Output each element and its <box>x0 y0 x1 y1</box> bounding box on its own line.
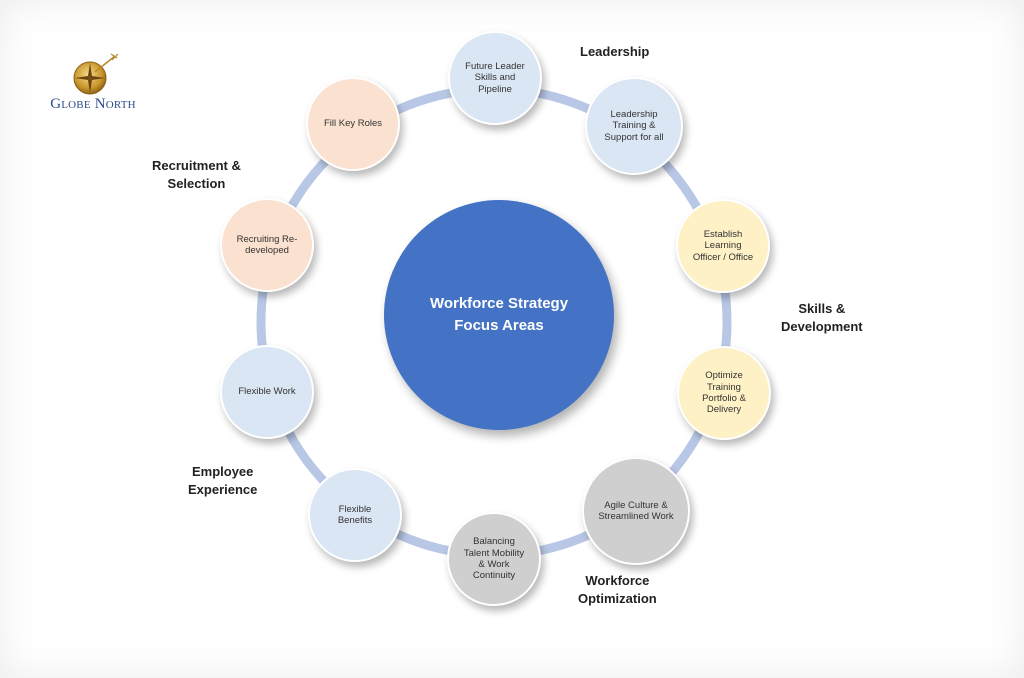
globe-north-logo: Globe North <box>38 50 148 125</box>
node-flexible-benefits: Flexible Benefits <box>308 468 402 562</box>
node-agile-culture: Agile Culture & Streamlined Work <box>582 457 690 565</box>
compass-globe-icon <box>73 53 119 95</box>
group-label-leadership: Leadership <box>580 44 650 59</box>
node-flexible-work: Flexible Work <box>220 345 314 439</box>
logo-brand-text: Globe North <box>50 96 136 112</box>
node-balancing-talent: Balancing Talent Mobility & Work Continu… <box>447 512 541 606</box>
group-label-workforce-optimization: Workforce Optimization <box>578 573 657 606</box>
group-label-employee-experience: Employee Experience <box>188 464 258 497</box>
node-optimize-training: Optimize Training Portfolio & Delivery <box>677 346 771 440</box>
node-leadership-training: Leadership Training & Support for all <box>585 77 683 175</box>
node-future-leader: Future Leader Skills and Pipeline <box>448 31 542 125</box>
node-fill-key-roles: Fill Key Roles <box>306 77 400 171</box>
group-label-recruitment: Recruitment & Selection <box>152 158 241 191</box>
node-establish-learning: Establish Learning Officer / Office <box>676 199 770 293</box>
node-recruiting-redeveloped: Recruiting Re- developed <box>220 198 314 292</box>
center-circle: Workforce Strategy Focus Areas <box>384 200 614 430</box>
group-label-skills: Skills & Development <box>781 301 863 334</box>
